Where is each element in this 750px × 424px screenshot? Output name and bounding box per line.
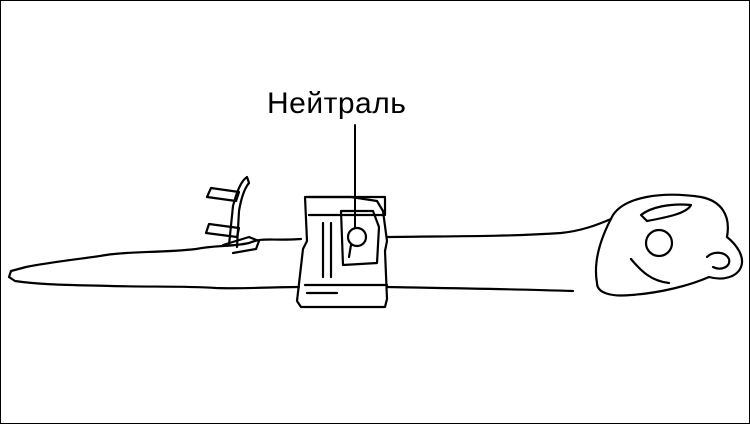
end-eye: [705, 251, 731, 270]
selector-plate: [339, 209, 381, 267]
upper-prong: [205, 186, 241, 203]
neutral-detent: [346, 226, 368, 248]
housing-top-plate: [307, 195, 387, 217]
end-rib: [629, 257, 671, 285]
lever-arm: [227, 175, 251, 249]
shaft-right-bottom: [385, 285, 575, 293]
neutral-label: Нейтраль: [267, 87, 407, 120]
shaft-body: [7, 237, 303, 290]
end-slot: [639, 203, 693, 223]
detent-tail: [347, 243, 353, 259]
lower-prong: [204, 222, 241, 239]
lever-base: [221, 235, 261, 255]
housing-block: [295, 195, 389, 309]
end-fitting: [594, 193, 744, 297]
end-pin: [644, 228, 674, 258]
shaft-right-top: [385, 217, 613, 239]
